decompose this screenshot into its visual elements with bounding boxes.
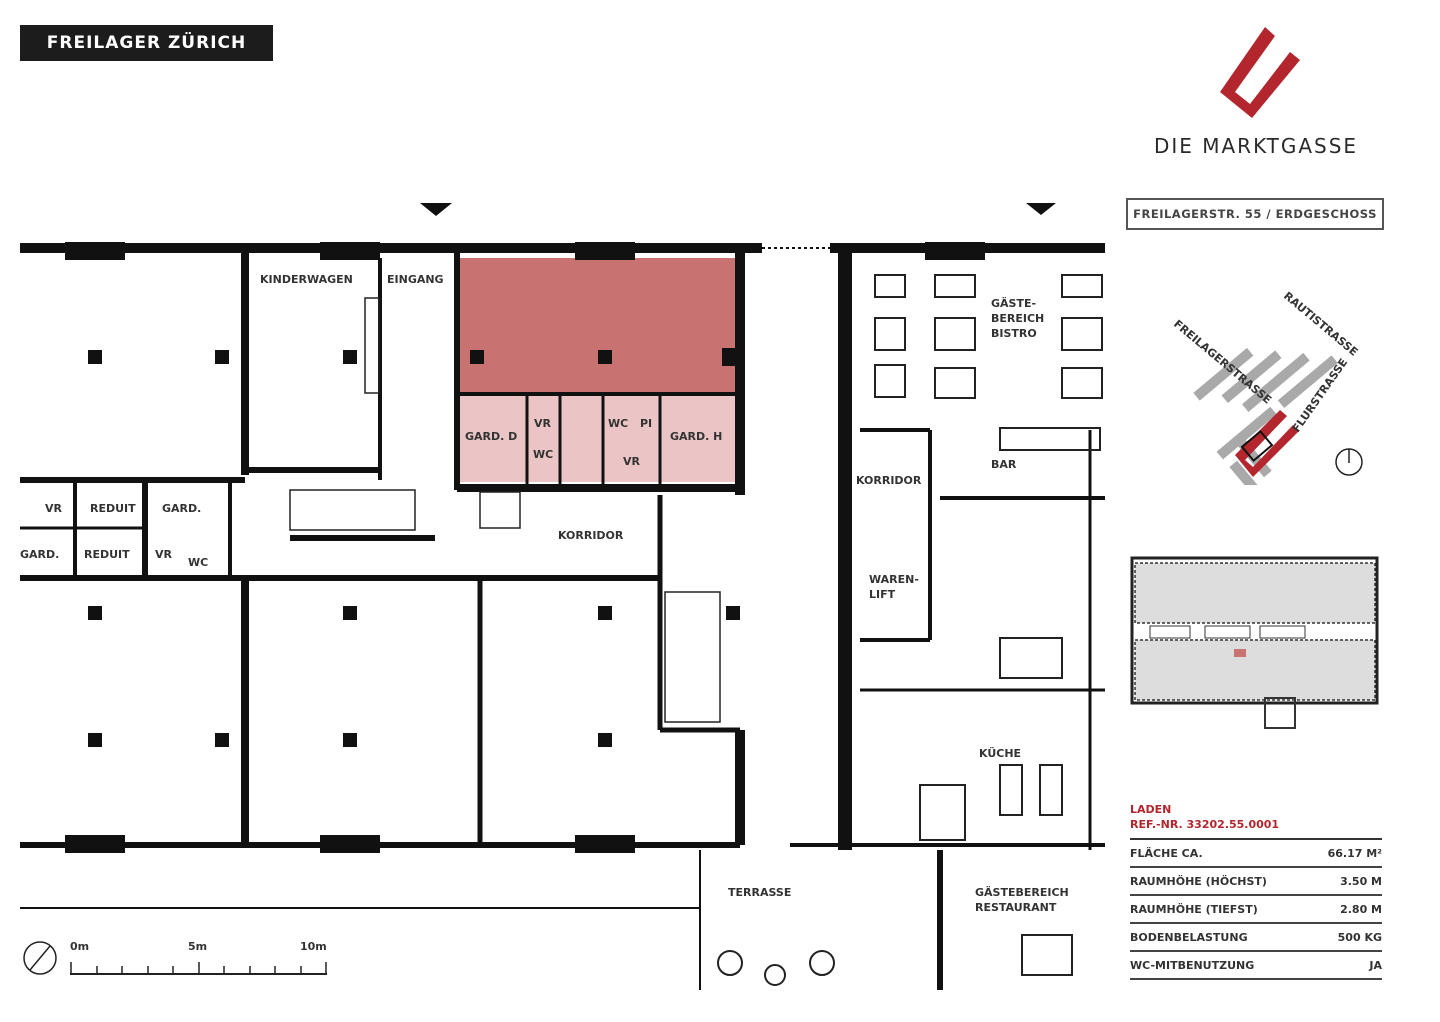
page-title: FREILAGER ZÜRICH: [20, 25, 273, 61]
info-label: WC-MITBENUTZUNG: [1130, 958, 1255, 972]
brand-logo: [1220, 27, 1300, 118]
room-label: WC: [608, 417, 628, 430]
info-value: JA: [1369, 958, 1382, 972]
overview-plan: [1130, 556, 1379, 729]
room-label: VR: [623, 455, 641, 468]
room-label: WC: [533, 448, 553, 461]
info-row: FLÄCHE CA. 66.17 M²: [1130, 840, 1382, 868]
room-label: REDUIT: [90, 502, 136, 515]
floor-plan: KINDERWAGEN EINGANG GARD. D VR WC WC PI …: [20, 203, 1105, 990]
info-row: RAUMHÖHE (TIEFST) 2.80 M: [1130, 896, 1382, 924]
room-label: KORRIDOR: [856, 474, 922, 487]
unit-type: LADEN: [1130, 803, 1172, 816]
info-value: 2.80 M: [1340, 902, 1382, 916]
brand-name: DIE MARKTGASSE: [1153, 134, 1359, 158]
room-label: GARD. H: [670, 430, 722, 443]
unit-ref: REF.-NR. 33202.55.0001: [1130, 818, 1280, 831]
address-label: FREILAGERSTR. 55 / ERDGESCHOSS: [1126, 198, 1384, 230]
room-label: GÄSTEBEREICH: [975, 885, 1069, 899]
north-arrow-icon: [23, 941, 57, 975]
room-label: LIFT: [869, 588, 896, 601]
scale-label: 5m: [188, 940, 207, 953]
room-label: TERRASSE: [728, 886, 791, 899]
room-label: VR: [45, 502, 63, 515]
room-label: RESTAURANT: [975, 901, 1057, 914]
unit-info-panel: LADEN REF.-NR. 33202.55.0001 FLÄCHE CA. 6…: [1130, 802, 1382, 980]
info-label: BODENBELASTUNG: [1130, 930, 1248, 944]
scale-label: 0m: [70, 940, 89, 953]
entrance-marker-icon: [420, 203, 452, 216]
street-label: FREILAGERSTRASSE: [1171, 317, 1274, 406]
room-label: GARD.: [20, 548, 59, 561]
room-label: GÄSTE-: [991, 296, 1036, 310]
room-label: EINGANG: [387, 273, 444, 286]
room-label: PI: [640, 417, 652, 430]
info-value: 500 KG: [1337, 930, 1382, 944]
street-label: RAUTISTRASSE: [1281, 289, 1360, 358]
room-label: VR: [155, 548, 173, 561]
room-label: WAREN-: [869, 573, 919, 586]
info-value: 66.17 M²: [1327, 846, 1382, 860]
scale-bar: 0m 5m 10m: [23, 940, 327, 975]
room-label: GARD.: [162, 502, 201, 515]
room-label: GARD. D: [465, 430, 517, 443]
scale-label: 10m: [300, 940, 327, 953]
info-label: RAUMHÖHE (TIEFST): [1130, 902, 1258, 916]
room-label: BAR: [991, 458, 1017, 471]
info-row: BODENBELASTUNG 500 KG: [1130, 924, 1382, 952]
room-label: KÜCHE: [979, 746, 1021, 760]
info-label: FLÄCHE CA.: [1130, 846, 1203, 860]
room-label: BISTRO: [991, 327, 1037, 340]
highlighted-unit[interactable]: [460, 258, 736, 394]
info-row: RAUMHÖHE (HÖCHST) 3.50 M: [1130, 868, 1382, 896]
room-label: REDUIT: [84, 548, 130, 561]
room-label: KINDERWAGEN: [260, 273, 353, 286]
entrance-marker-icon: [1026, 203, 1056, 215]
info-label: RAUMHÖHE (HÖCHST): [1130, 874, 1267, 888]
room-label: VR: [534, 417, 552, 430]
room-labels: KINDERWAGEN EINGANG GARD. D VR WC WC PI …: [20, 273, 1069, 914]
room-label: WC: [188, 556, 208, 569]
info-row: WC-MITBENUTZUNG JA: [1130, 952, 1382, 980]
site-map: RAUTISTRASSE FREILAGERSTRASSE FLURSTRASS…: [1171, 289, 1363, 485]
room-label: KORRIDOR: [558, 529, 624, 542]
info-value: 3.50 M: [1340, 874, 1382, 888]
room-label: BEREICH: [991, 312, 1044, 325]
